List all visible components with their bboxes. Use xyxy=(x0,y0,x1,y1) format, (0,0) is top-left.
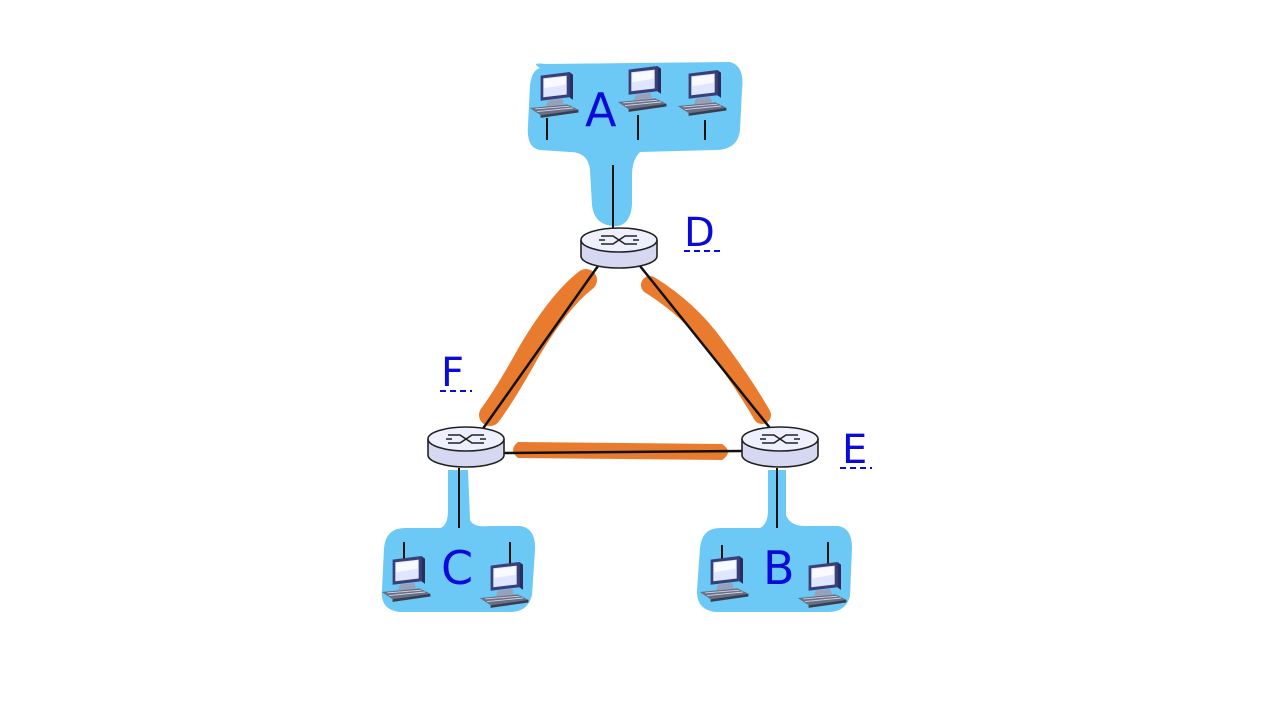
router-d-label: D xyxy=(684,210,720,256)
router-e-label: E xyxy=(840,427,872,473)
subnet-a-area xyxy=(527,62,743,227)
router-icon xyxy=(741,426,819,468)
router-f-label: F xyxy=(440,350,472,396)
subnet-label-c: C xyxy=(441,541,473,595)
subnet-label-b: B xyxy=(763,541,795,595)
link-f-e xyxy=(503,449,743,455)
subnet-c: C xyxy=(381,470,536,612)
router-label-f: F xyxy=(441,350,464,396)
router-label-d: D xyxy=(684,210,715,256)
link-d-f xyxy=(480,265,600,431)
subnet-a: A xyxy=(527,62,743,227)
link-d-e xyxy=(639,265,771,429)
link-highlight-d-e xyxy=(641,276,771,424)
subnet-label-a: A xyxy=(585,83,617,137)
subnet-b: B xyxy=(696,470,852,612)
router-label-e: E xyxy=(842,427,867,473)
router-icon xyxy=(580,227,658,269)
router-icon xyxy=(427,426,505,468)
link-highlight-d-f xyxy=(479,269,597,426)
